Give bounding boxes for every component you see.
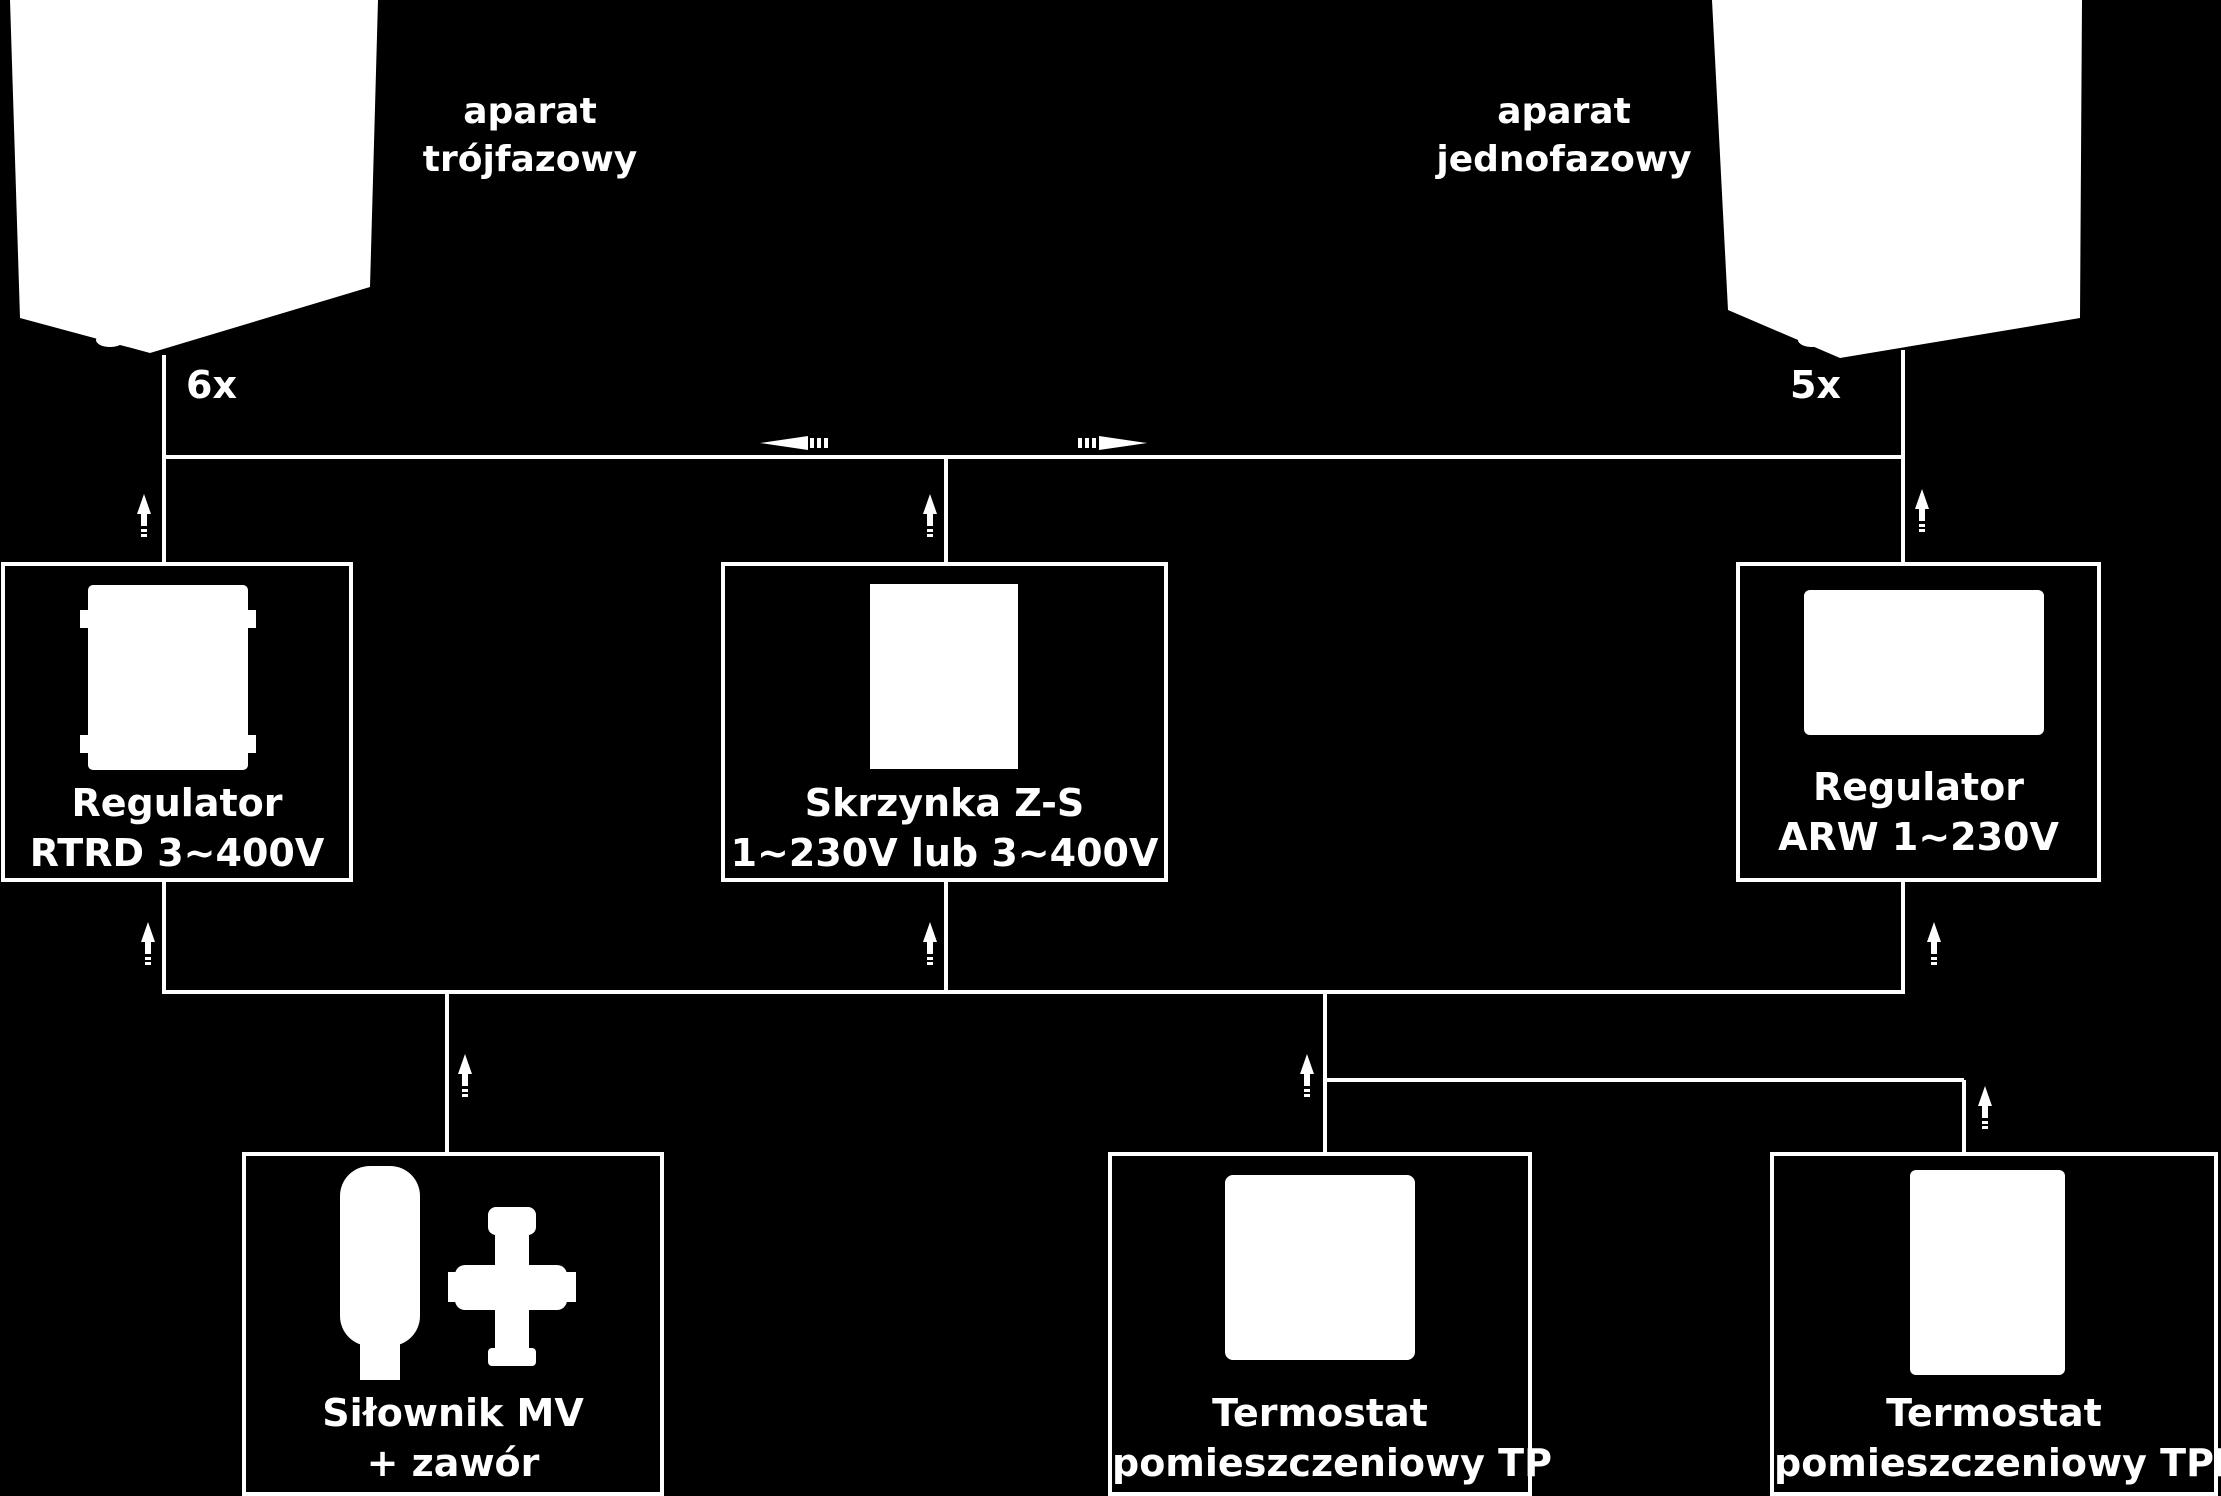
actuator-label-line2: + zawór bbox=[366, 1441, 540, 1486]
zs-label-line1: Skrzynka Z-S bbox=[804, 781, 1085, 825]
tpp-thermostat-image bbox=[1910, 1170, 2065, 1375]
zs-label-line2: 1~230V lub 3~400V bbox=[730, 831, 1159, 876]
rtrd-label-line1: Regulator bbox=[71, 781, 283, 825]
rtrd-label: Regulator RTRD 3~400V bbox=[5, 778, 349, 878]
single-phase-label-line2: jednofazowy bbox=[1436, 138, 1692, 180]
arw-label: Regulator ARW 1~230V bbox=[1740, 762, 2097, 862]
tpp-label-line2: pomieszczeniowy TPP bbox=[1774, 1441, 2221, 1486]
zs-label: Skrzynka Z-S 1~230V lub 3~400V bbox=[725, 778, 1164, 878]
up-arrow-icon bbox=[141, 922, 155, 965]
up-arrow-icon bbox=[1915, 489, 1929, 532]
three-phase-label-line1: aparat bbox=[463, 91, 597, 132]
single-phase-label-line1: aparat bbox=[1497, 91, 1631, 132]
up-arrow-icon bbox=[1300, 1054, 1314, 1097]
arw-controller-image bbox=[1804, 590, 2044, 735]
up-arrow-icon bbox=[1927, 922, 1941, 965]
left-arrow-icon bbox=[760, 436, 828, 450]
actuator-label-line1: Siłownik MV bbox=[322, 1391, 584, 1435]
single-phase-heater-image bbox=[1712, 0, 2082, 358]
up-arrow-icon bbox=[458, 1054, 472, 1097]
up-arrow-icon bbox=[1978, 1086, 1992, 1129]
rtrd-label-line2: RTRD 3~400V bbox=[29, 831, 325, 876]
three-phase-label: aparat trójfazowy bbox=[380, 88, 680, 183]
three-phase-heater-image bbox=[10, 0, 378, 353]
three-phase-label-line2: trójfazowy bbox=[422, 138, 638, 180]
tp-label: Termostat pomieszczeniowy TP bbox=[1112, 1388, 1552, 1488]
tpp-label: Termostat pomieszczeniowy TPP bbox=[1774, 1388, 2221, 1488]
zs-box-image bbox=[870, 584, 1018, 769]
right-arrow-icon bbox=[1078, 436, 1147, 450]
tpp-label-line1: Termostat bbox=[1886, 1391, 2102, 1435]
single-phase-multiplier: 5x bbox=[1790, 363, 1841, 407]
single-phase-label: aparat jednofazowy bbox=[1414, 88, 1714, 183]
top-bus-lines bbox=[162, 350, 1905, 562]
arw-label-line1: Regulator bbox=[1813, 765, 2024, 809]
up-arrow-icon bbox=[923, 494, 937, 537]
valve-image bbox=[448, 1207, 576, 1366]
up-arrow-icon bbox=[923, 922, 937, 965]
peripheral-box-actuator bbox=[242, 1152, 664, 1496]
bottom-bus-lines bbox=[162, 882, 1966, 1152]
three-phase-multiplier: 6x bbox=[186, 363, 237, 407]
rtrd-controller-image bbox=[80, 585, 256, 770]
up-arrow-icon bbox=[137, 494, 151, 537]
tp-label-line1: Termostat bbox=[1212, 1391, 1428, 1435]
actuator-label: Siłownik MV + zawór bbox=[246, 1388, 660, 1488]
actuator-image bbox=[340, 1166, 420, 1380]
arw-label-line2: ARW 1~230V bbox=[1778, 815, 2059, 860]
tp-label-line2: pomieszczeniowy TP bbox=[1112, 1441, 1552, 1486]
tp-thermostat-image bbox=[1225, 1175, 1415, 1360]
